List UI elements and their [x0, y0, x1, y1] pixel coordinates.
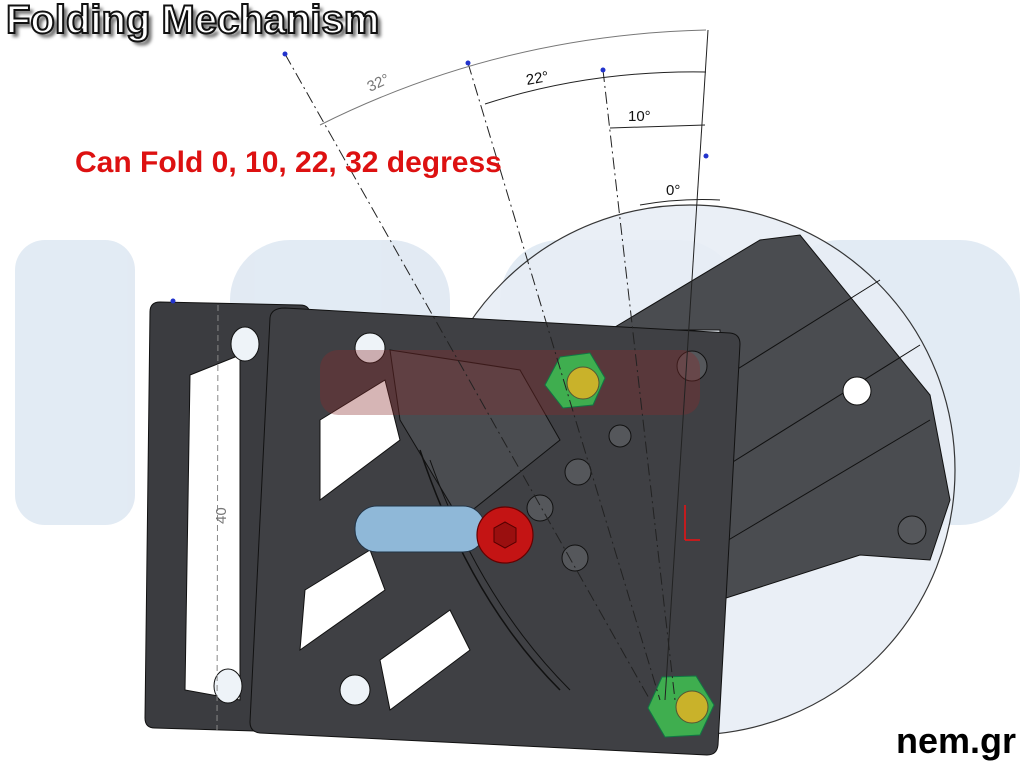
angle-10-label: 10° — [628, 108, 651, 125]
origin-axis-marker — [684, 505, 700, 541]
site-label: nem.gr — [895, 720, 1016, 761]
fold-angles-caption: Can Fold 0, 10, 22, 32 degress — [75, 146, 502, 179]
angle-construction-lines — [170, 29, 721, 731]
length-40-label: 40 — [213, 507, 230, 524]
page-title: Folding Mechanism — [5, 0, 380, 43]
red-button-bolt — [476, 506, 534, 564]
angle-0-label: 0° — [666, 182, 680, 199]
bottom-nut — [647, 675, 715, 738]
motor-housing — [608, 234, 951, 601]
angle-22-label: 22° — [525, 68, 550, 89]
angle-32-label: 32° — [365, 71, 393, 96]
